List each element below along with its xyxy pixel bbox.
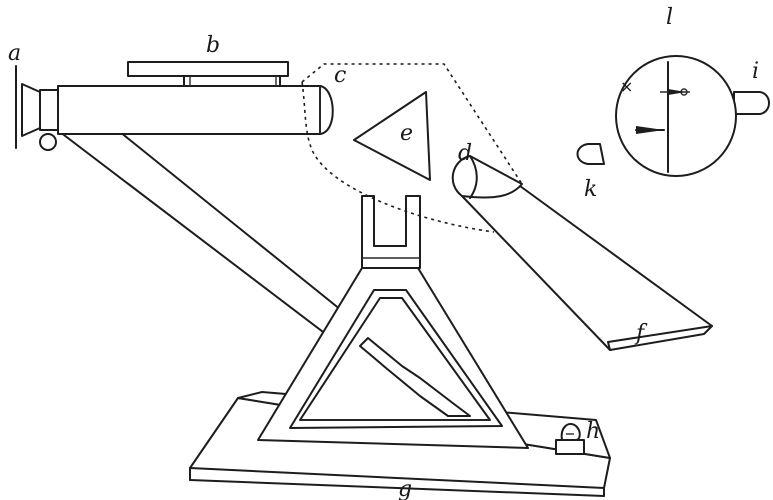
telescope-tube xyxy=(57,85,334,135)
label-a: a xyxy=(8,41,21,66)
label-l: l xyxy=(666,5,673,30)
label-b: b xyxy=(206,33,220,58)
label-h: h xyxy=(586,419,600,444)
clamp-h xyxy=(555,422,585,455)
prism-fork-support xyxy=(361,195,421,269)
prism xyxy=(353,91,431,181)
scale-tube xyxy=(127,61,289,87)
label-d: d xyxy=(458,141,472,166)
label-k: k xyxy=(584,177,597,202)
field-of-view-inset xyxy=(576,55,770,177)
label-e: e xyxy=(400,121,413,146)
eyepiece xyxy=(15,65,59,151)
label-g: g xyxy=(398,477,412,500)
a-frame-stand xyxy=(257,267,529,449)
prism-cover-outline xyxy=(301,63,523,233)
reticle-cross-mark: × xyxy=(620,77,633,96)
collimator-tube xyxy=(451,155,713,351)
label-c: c xyxy=(334,63,346,88)
label-i: i xyxy=(752,59,759,84)
